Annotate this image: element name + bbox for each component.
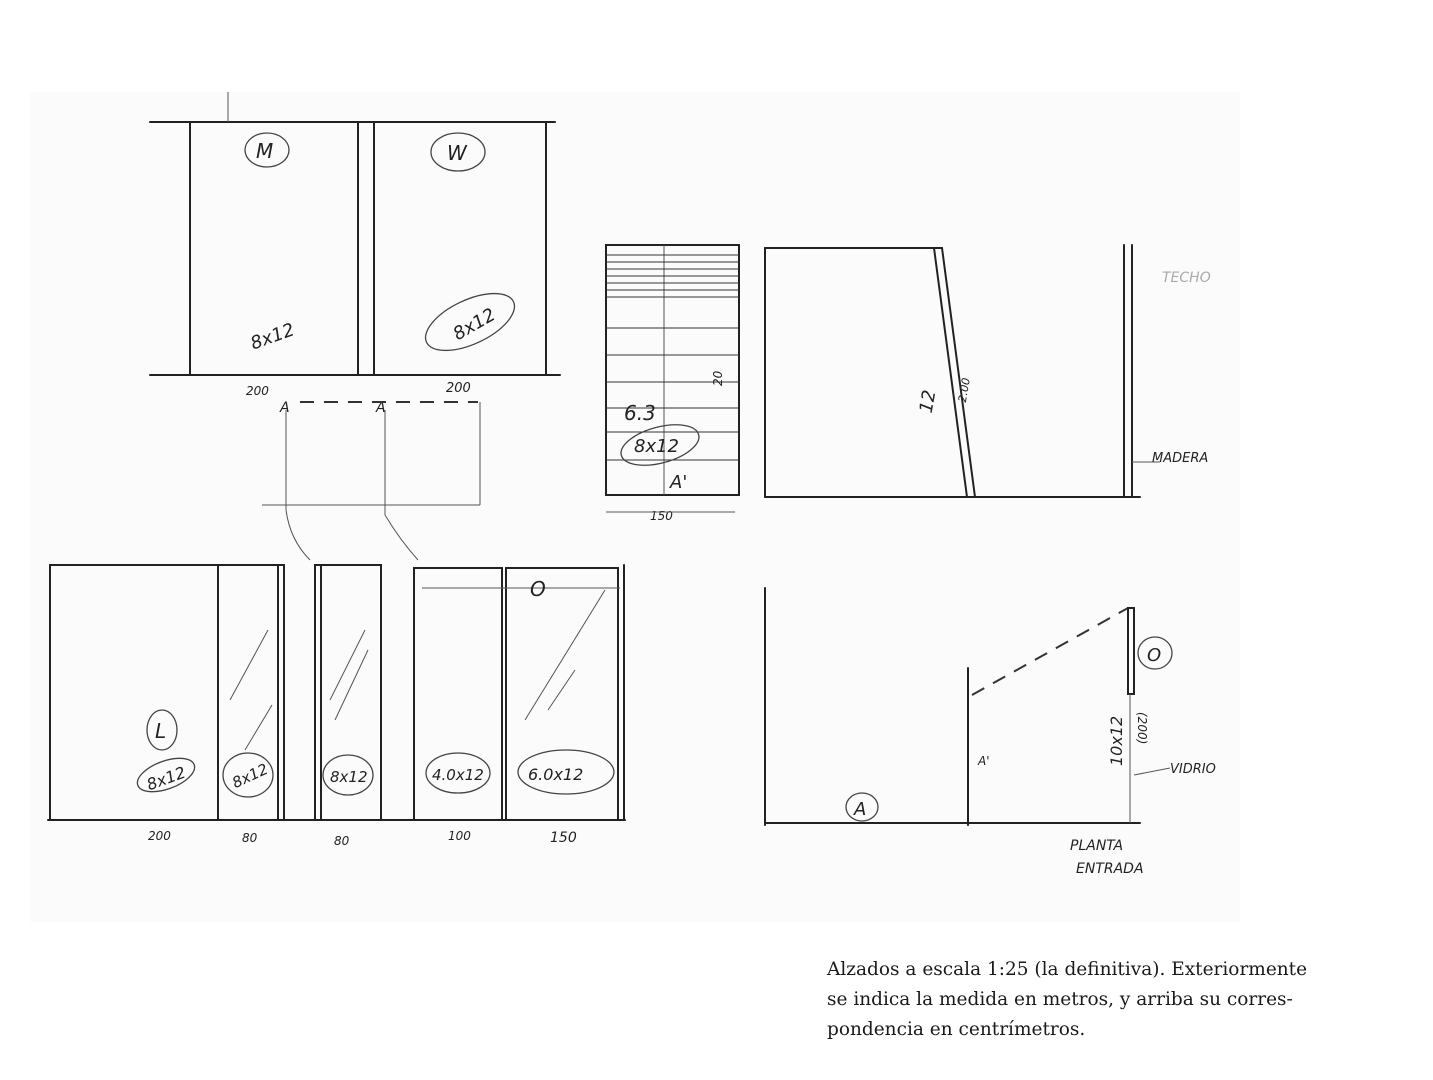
stair-section: 8x12 [634, 436, 679, 457]
section-m: 8x12 [248, 319, 297, 354]
elevation-m-w: M W 8x12 8x12 200 200 A A [149, 92, 561, 561]
section-right: 12 2.00 TECHO MADERA [764, 244, 1211, 498]
label-o: O [530, 577, 546, 601]
mark-a2: A [375, 400, 386, 416]
plan-mark-a: A [853, 799, 866, 820]
label-l: L [155, 719, 166, 743]
plan-mark-a-prime: A' [977, 754, 990, 768]
section-w: 8x12 [450, 304, 499, 345]
section-4: 4.0x12 [432, 766, 484, 784]
caption-line-1: Alzados a escala 1:25 (la definitiva). E… [827, 959, 1308, 980]
plan-label-o: O [1147, 645, 1161, 666]
figure-caption: Alzados a escala 1:25 (la definitiva). E… [827, 955, 1347, 1045]
section-height: 12 [916, 388, 941, 414]
stair-elevation: 6.3 8x12 A' 150 20 [605, 244, 740, 523]
stair-side-dim: 20 [711, 370, 725, 386]
dim-3: 80 [334, 834, 350, 848]
stair-height-label: 6.3 [624, 401, 656, 425]
madera-label: MADERA [1152, 451, 1208, 466]
plan-title-2: ENTRADA [1076, 861, 1144, 877]
sketch-scan-background [30, 92, 1240, 922]
elevation-l-o: L O 8x12 8x12 8x12 4.0x12 6.0x12 200 80 … [47, 564, 626, 848]
section-5: 6.0x12 [528, 765, 583, 784]
section-note: 2.00 [956, 377, 973, 403]
dim-4: 100 [448, 829, 471, 843]
plan-section: 10x12 [1107, 716, 1126, 766]
plan-entrada: A A' O 10x12 (200) VIDRIO PLANTA ENTRADA [764, 587, 1216, 877]
section-3: 8x12 [330, 768, 368, 786]
techo-label: TECHO [1162, 270, 1211, 286]
caption-line-2: se indica la medida en metros, y arriba … [827, 989, 1293, 1010]
vidrio-label: VIDRIO [1170, 762, 1216, 777]
caption-line-3: pondencia en centrímetros. [827, 1019, 1086, 1040]
dim-200-left: 200 [246, 384, 269, 398]
label-w: W [447, 141, 468, 165]
label-m: M [256, 139, 273, 163]
dim-2: 80 [242, 831, 258, 845]
mark-a1: A [279, 400, 290, 416]
section-2: 8x12 [229, 760, 271, 792]
plan-title-1: PLANTA [1070, 838, 1123, 854]
stair-dim: 150 [650, 509, 673, 523]
dim-200-right: 200 [446, 381, 471, 396]
stair-mark: A' [669, 472, 687, 493]
dim-5: 150 [550, 830, 577, 846]
dim-1: 200 [148, 829, 171, 843]
plan-dim: (200) [1135, 712, 1149, 744]
